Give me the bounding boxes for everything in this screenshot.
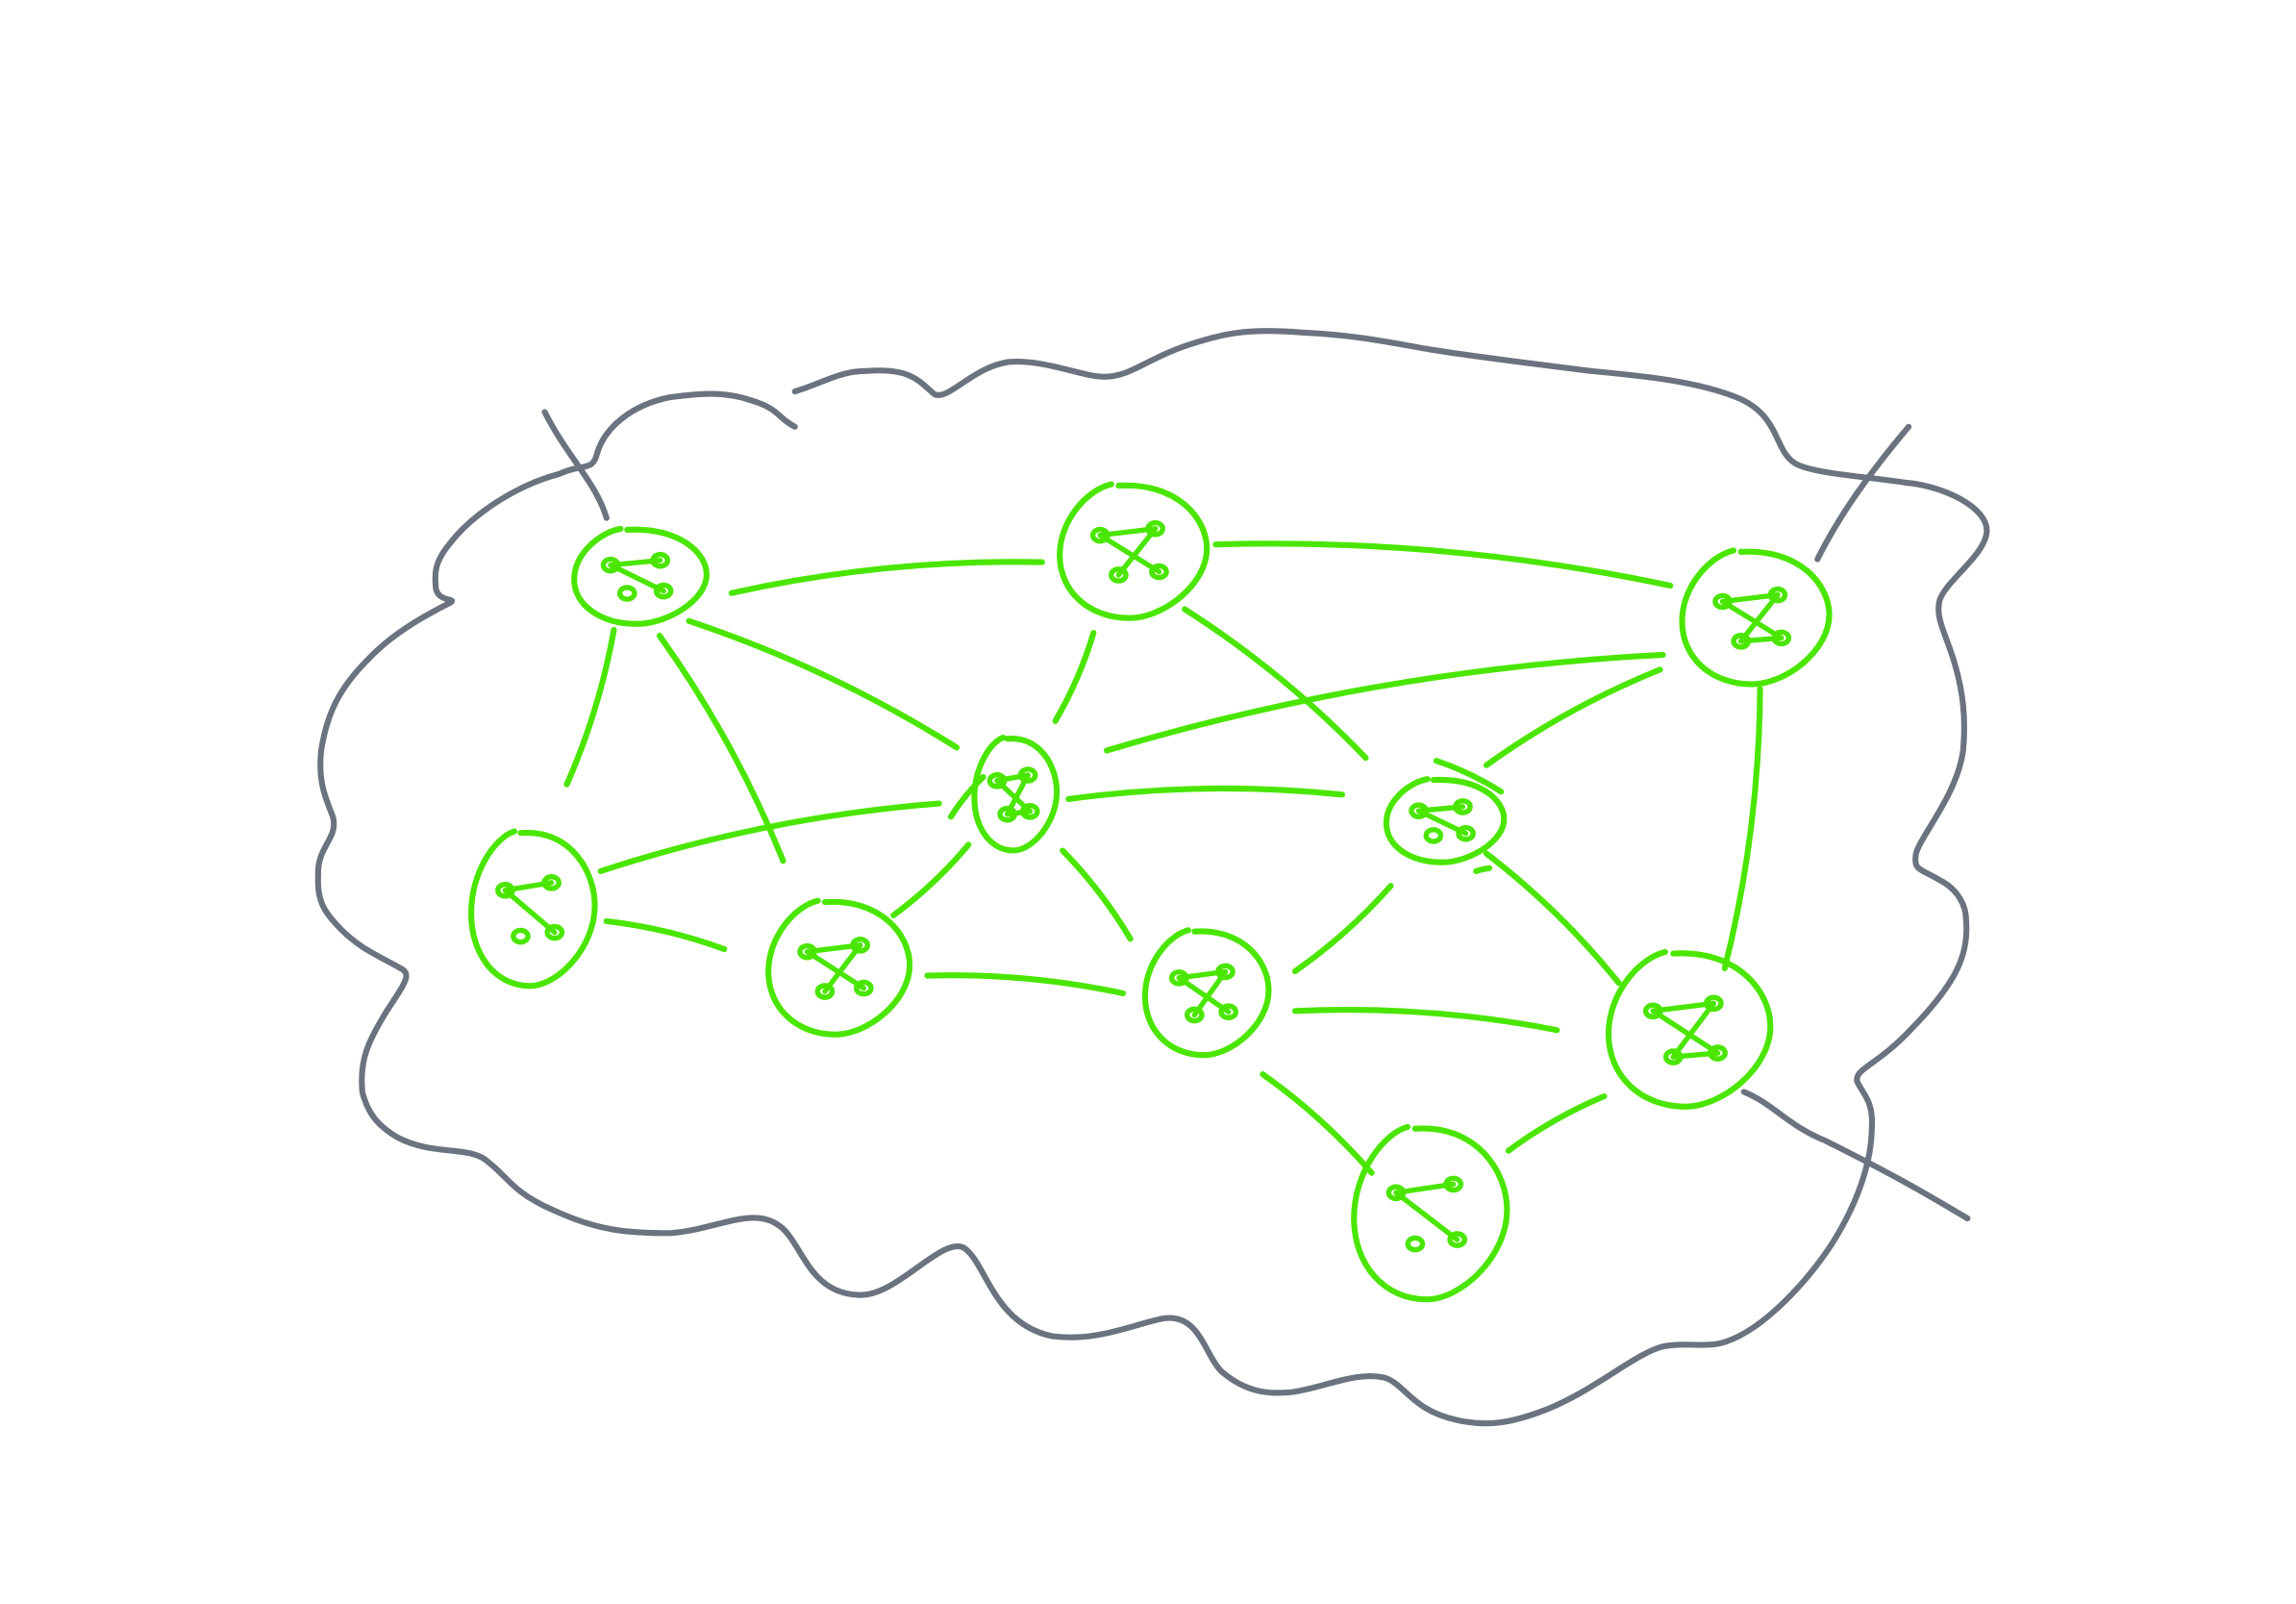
sub-edge: [822, 942, 863, 994]
sub-edge: [1097, 526, 1159, 539]
sub-node: [1447, 1231, 1467, 1248]
sub-edge: [1738, 635, 1784, 644]
node-outline: [1605, 948, 1774, 1110]
sub-edge: [994, 772, 1031, 784]
node-outline: [1679, 547, 1833, 688]
sub-edge: [1650, 1000, 1717, 1014]
sub-edge: [1191, 968, 1229, 1018]
sub-edge: [1176, 975, 1232, 1015]
sub-edge: [1005, 809, 1033, 817]
connection-line: [1212, 540, 1674, 589]
connection-line: [597, 800, 942, 874]
node-outline: [1057, 481, 1210, 621]
sub-edge: [1719, 598, 1784, 641]
cluster-node-icon: [1605, 948, 1774, 1110]
connection-line: [686, 617, 961, 751]
sub-edge: [1005, 772, 1031, 817]
sub-edge: [1393, 1181, 1457, 1195]
sub-node: [1456, 824, 1476, 842]
sub-node: [544, 923, 565, 941]
connection-line: [1483, 850, 1622, 987]
sub-node: [1109, 566, 1129, 584]
connection-line: [1473, 865, 1493, 874]
node-outline: [1351, 1123, 1510, 1303]
cluster-node-icon: [571, 525, 710, 627]
sub-edge: [1650, 1008, 1721, 1056]
sub-node: [1405, 1235, 1426, 1253]
connection-line: [924, 972, 1127, 996]
sub-edge: [608, 558, 663, 568]
cluster-node-icon: [468, 828, 598, 990]
sub-edge: [804, 942, 863, 955]
connection-line: [1721, 686, 1763, 971]
connection-line: [1483, 666, 1663, 768]
sub-edge: [608, 562, 666, 594]
node-outline: [971, 734, 1061, 854]
cluster-node-icon: [1351, 1123, 1510, 1303]
connection-line: [603, 917, 728, 953]
sub-node: [1149, 563, 1169, 581]
connection-line: [1065, 785, 1346, 802]
connection-line: [563, 626, 617, 788]
connection-line: [1260, 1071, 1375, 1176]
sub-node: [854, 979, 874, 997]
connection-line: [728, 559, 1045, 596]
connection-line: [947, 773, 986, 820]
cloud-tail-line: [541, 409, 610, 521]
sub-node: [653, 582, 674, 600]
cloud-outline-icon: [314, 328, 1990, 1427]
cluster-node-icon: [1383, 776, 1508, 865]
connection-line: [1182, 606, 1369, 762]
sub-edge: [1176, 968, 1229, 981]
cluster-nodes: [468, 481, 1833, 1303]
node-outline: [765, 897, 913, 1038]
connection-line: [1433, 758, 1505, 795]
cluster-node-icon: [971, 734, 1061, 854]
sub-edge: [1415, 808, 1469, 837]
cluster-node-icon: [1141, 927, 1272, 1059]
sub-node: [616, 585, 637, 602]
node-outline: [1383, 776, 1508, 865]
cloud-tail-line: [1740, 1089, 1971, 1222]
sub-edge: [1415, 804, 1466, 814]
node-outline: [571, 525, 710, 627]
connection-line: [1052, 629, 1097, 724]
cluster-node-icon: [1679, 547, 1833, 688]
connection-line: [1060, 847, 1134, 942]
sub-node: [814, 983, 836, 1000]
sub-node: [1423, 827, 1444, 844]
sub-node: [511, 927, 531, 945]
sub-edge: [1097, 532, 1162, 575]
node-outline: [1141, 927, 1272, 1059]
sub-edge: [502, 880, 555, 893]
sub-edge: [1115, 526, 1159, 578]
sub-node: [1218, 1003, 1239, 1021]
cloud-tail-line: [1814, 423, 1912, 563]
sub-edge: [1738, 591, 1781, 644]
connection-line: [1104, 651, 1666, 754]
sub-edge: [804, 949, 867, 991]
sub-edge: [994, 778, 1033, 815]
sub-edge: [502, 888, 558, 936]
cloud-outline: [314, 328, 1990, 1427]
connection-line: [1291, 1006, 1560, 1034]
sub-node: [1185, 1006, 1205, 1024]
node-outline: [468, 828, 598, 990]
cluster-node-icon: [1057, 481, 1210, 621]
sub-edge: [1670, 1000, 1717, 1060]
connection-line: [656, 633, 786, 865]
sub-edge: [1670, 1050, 1721, 1060]
connection-line: [1291, 883, 1394, 975]
connection-line: [1505, 1092, 1608, 1154]
connection-line: [890, 841, 972, 918]
sub-edge: [1393, 1190, 1460, 1242]
sub-edge: [1719, 591, 1781, 605]
cluster-node-icon: [765, 897, 913, 1038]
connection-lines: [563, 540, 1763, 1176]
